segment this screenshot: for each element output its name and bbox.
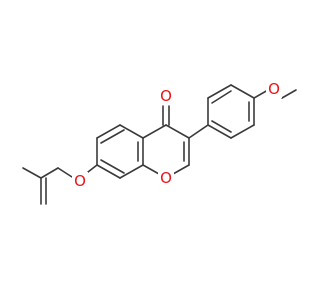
bond — [96, 164, 121, 179]
bond — [207, 124, 232, 139]
bond — [211, 120, 232, 133]
bond — [87, 164, 98, 173]
bond — [142, 164, 160, 175]
bond — [281, 89, 297, 99]
bond — [22, 167, 42, 179]
bond — [253, 89, 269, 99]
label-background — [266, 80, 282, 98]
bond — [57, 167, 73, 178]
ether-oxygen-label: O — [74, 172, 86, 190]
bond-lines — [22, 84, 297, 205]
bond — [100, 129, 125, 144]
bond — [100, 159, 125, 174]
bond — [119, 124, 144, 139]
bond — [40, 167, 59, 179]
bond — [188, 124, 209, 139]
label-background — [72, 172, 88, 190]
bond — [207, 84, 232, 99]
label-background — [158, 87, 174, 105]
bond — [230, 124, 255, 139]
bond — [172, 164, 190, 175]
ring-oxygen-label: O — [160, 169, 172, 187]
bond — [211, 90, 232, 104]
bond — [165, 124, 190, 139]
bond — [119, 164, 144, 179]
molecule-structure: O O O O — [22, 80, 297, 205]
atom-labels: O O O O — [72, 80, 282, 190]
bond — [230, 84, 255, 99]
methoxy-oxygen-label: O — [268, 80, 280, 98]
bond — [142, 124, 167, 139]
bond — [96, 124, 121, 139]
carbonyl-oxygen-label: O — [160, 87, 172, 105]
label-background — [158, 169, 174, 187]
